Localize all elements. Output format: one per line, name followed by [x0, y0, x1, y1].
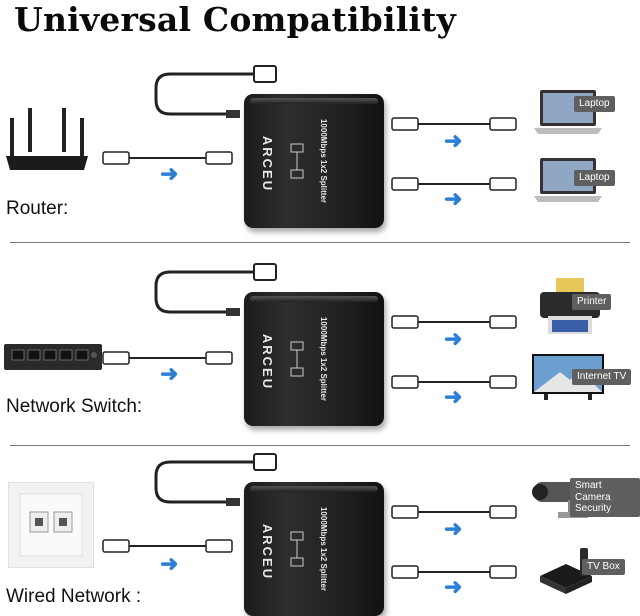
arrow-right-icon: ➜	[444, 128, 463, 153]
arrow-right-icon: ➜	[160, 361, 179, 386]
source-label-wired-network: Wired Network :	[6, 586, 142, 607]
device-label-laptop: Laptop	[574, 96, 615, 112]
page-title: Universal Compatibility	[14, 0, 456, 39]
arrow-right-icon: ➜	[444, 384, 463, 409]
device-label-laptop: Laptop	[574, 170, 615, 186]
device-label-smart-camera: Smart Camera Security	[570, 478, 640, 517]
network-icon	[290, 341, 304, 377]
section-divider	[10, 242, 630, 243]
splitter-brand: ARCEU	[260, 135, 276, 193]
arrow-right-icon: ➜	[160, 161, 179, 186]
section-divider	[10, 445, 630, 446]
wired-section: Wired Network : ➜ ARCEU 1000Mbps 1x2 Spl…	[0, 446, 640, 616]
network-switch-icon	[4, 344, 102, 370]
splitter-brand: ARCEU	[260, 333, 276, 391]
cable-diagram	[102, 453, 517, 579]
device-label-printer: Printer	[572, 294, 612, 310]
cable-diagram	[102, 263, 517, 389]
arrow-right-icon: ➜	[444, 574, 463, 599]
network-icon	[290, 143, 304, 179]
arrow-right-icon: ➜	[444, 186, 463, 211]
cable-diagram	[102, 65, 517, 191]
splitter-device: ARCEU 1000Mbps 1x2 Splitter	[244, 482, 384, 616]
device-label-tv-box: TV Box	[582, 559, 625, 575]
arrow-right-icon: ➜	[444, 326, 463, 351]
wall-socket-icon	[8, 482, 94, 568]
splitter-model: 1000Mbps 1x2 Splitter	[319, 316, 329, 402]
splitter-brand: ARCEU	[260, 523, 276, 581]
splitter-device: ARCEU 1000Mbps 1x2 Splitter	[244, 292, 384, 426]
device-label-internet-tv: Internet TV	[572, 369, 632, 385]
source-label-switch: Network Switch:	[6, 396, 143, 417]
splitter-model: 1000Mbps 1x2 Splitter	[319, 118, 329, 204]
network-icon	[290, 531, 304, 567]
printer-icon	[540, 278, 600, 334]
splitter-device: ARCEU 1000Mbps 1x2 Splitter	[244, 94, 384, 228]
splitter-model: 1000Mbps 1x2 Splitter	[319, 506, 329, 592]
arrow-right-icon: ➜	[444, 516, 463, 541]
arrow-right-icon: ➜	[160, 551, 179, 576]
switch-section: Network Switch: ➜ ARCEU 1000Mbps 1x2 Spl…	[0, 262, 640, 442]
router-icon	[6, 108, 88, 170]
router-section: Router: ➜ ARCEU 1000Mbps 1x2 Splitter ➜ …	[0, 60, 640, 240]
source-label-router: Router:	[6, 198, 69, 219]
